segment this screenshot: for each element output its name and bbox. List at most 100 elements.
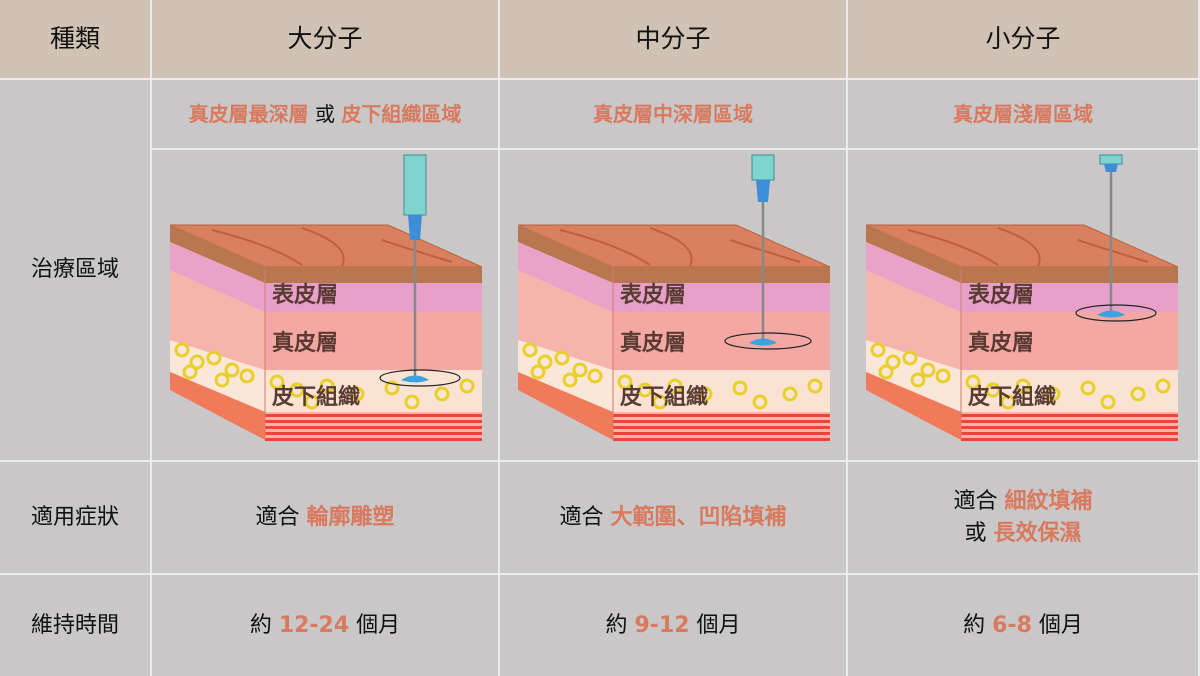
skin-front-crust	[613, 267, 830, 283]
duration-large: 約 12-24 個月	[152, 575, 498, 676]
muscle-stripe	[613, 432, 830, 435]
fat-cell	[667, 378, 683, 394]
symptom-highlight: 輪廓雕塑	[306, 504, 395, 530]
muscle-stripe	[265, 420, 482, 423]
fat-cell	[910, 372, 926, 388]
skin-left-crust	[170, 225, 265, 283]
fat-cell	[434, 386, 450, 402]
skin-injection-illustration: 表皮層 真皮層 皮下組織	[169, 154, 483, 441]
skin-front-crust	[961, 267, 1178, 283]
injection-area-outline	[724, 332, 812, 350]
skin-front-epidermis	[265, 283, 482, 312]
fat-cell	[189, 354, 205, 370]
illustration-medium: 表皮層 真皮層 皮下組織	[500, 150, 846, 460]
fat-cell	[637, 382, 653, 398]
skin-left-crust	[518, 225, 613, 283]
fat-cell	[1015, 378, 1031, 394]
duration-medium: 約 9-12 個月	[500, 575, 846, 676]
fat-cell	[985, 382, 1001, 398]
label-epidermis: 表皮層	[968, 282, 1034, 308]
muscle-stripe	[613, 414, 830, 417]
fat-cell	[269, 374, 285, 390]
fat-cell	[562, 372, 578, 388]
duration-prefix: 約	[963, 612, 993, 638]
duration-prefix: 約	[605, 612, 635, 638]
duration-unit: 個月	[349, 612, 401, 638]
fat-cell	[304, 394, 320, 410]
muscle-stripe	[613, 420, 830, 423]
muscle-stripe	[265, 414, 482, 417]
filler-drop	[1097, 310, 1125, 318]
fat-cell	[537, 354, 553, 370]
skin-front-dermis	[961, 312, 1178, 370]
label-epidermis: 表皮層	[620, 282, 686, 308]
filler-drop	[401, 375, 429, 383]
injection-area-outline	[379, 369, 461, 387]
fat-cell	[459, 378, 475, 394]
syringe-barrel	[403, 154, 427, 216]
fat-cell	[206, 350, 222, 366]
fat-cell	[920, 362, 936, 378]
area-small: 真皮層淺層區域	[848, 80, 1198, 148]
area-text: 真皮層最深層	[188, 101, 309, 126]
syringe-barrel	[1099, 154, 1123, 165]
fat-cell	[572, 362, 588, 378]
muscle-stripe	[265, 432, 482, 435]
syringe-hub-icon	[756, 180, 770, 202]
area-sep: 或	[308, 101, 342, 126]
muscle-stripe	[613, 438, 830, 441]
skin-front-dermis	[265, 312, 482, 370]
filler-drop	[749, 338, 777, 346]
fat-cell	[885, 354, 901, 370]
duration-prefix: 約	[249, 612, 279, 638]
duration-value: 6-8	[992, 612, 1032, 638]
label-dermis: 真皮層	[620, 330, 686, 356]
muscle-stripe	[961, 420, 1178, 423]
injection-area-outline	[1075, 304, 1157, 322]
fat-cell	[752, 394, 768, 410]
symptom-or: 或	[964, 520, 994, 546]
muscle-stripe	[265, 426, 482, 429]
duration-small: 約 6-8 個月	[848, 575, 1198, 676]
skin-injection-illustration: 表皮層 真皮層 皮下組織	[865, 154, 1179, 441]
skin-front-crust	[265, 267, 482, 283]
label-epidermis: 表皮層	[272, 282, 338, 308]
muscle-stripe	[961, 414, 1178, 417]
symptom-prefix: 適合	[559, 504, 611, 530]
illustration-small: 表皮層 真皮層 皮下組織	[848, 150, 1198, 460]
skin-front-dermis	[613, 312, 830, 370]
duration-value: 12-24	[278, 612, 350, 638]
fat-cell	[349, 386, 365, 402]
symptom-large: 適合 輪廓雕塑	[152, 462, 498, 573]
fat-cell	[732, 380, 748, 396]
header-large-molecule: 大分子	[152, 0, 498, 78]
fat-cell	[1080, 380, 1096, 396]
label-subcutis: 皮下組織	[968, 384, 1056, 410]
fat-cell	[935, 368, 951, 384]
fat-cell	[174, 342, 190, 358]
skin-left-muscle	[170, 372, 265, 440]
fat-cell	[652, 394, 668, 410]
fat-cell	[1155, 378, 1171, 394]
area-medium: 真皮層中深層區域	[500, 80, 846, 148]
fat-cell	[1130, 386, 1146, 402]
symptom-prefix: 適合	[255, 504, 307, 530]
area-text: 真皮層中深層區域	[593, 101, 753, 126]
skin-left-epidermis	[170, 242, 265, 312]
skin-left-crust	[866, 225, 961, 283]
illustration-large: 表皮層 真皮層 皮下組織	[152, 150, 498, 460]
row-label-treatment-area: 治療區域	[0, 80, 150, 460]
row-label-symptoms: 適用症狀	[0, 462, 150, 573]
syringe-hub-icon	[408, 215, 422, 240]
fat-cell	[182, 364, 198, 380]
symptom-small: 適合 細紋填補或 長效保濕	[848, 462, 1198, 573]
fat-cell	[554, 350, 570, 366]
fat-cell	[1045, 386, 1061, 402]
fat-cell	[224, 362, 240, 378]
skin-front-epidermis	[613, 283, 830, 312]
fat-cell	[902, 350, 918, 366]
duration-unit: 個月	[1031, 612, 1083, 638]
muscle-stripe	[613, 426, 830, 429]
fat-cell	[878, 364, 894, 380]
muscle-stripe	[961, 438, 1178, 441]
